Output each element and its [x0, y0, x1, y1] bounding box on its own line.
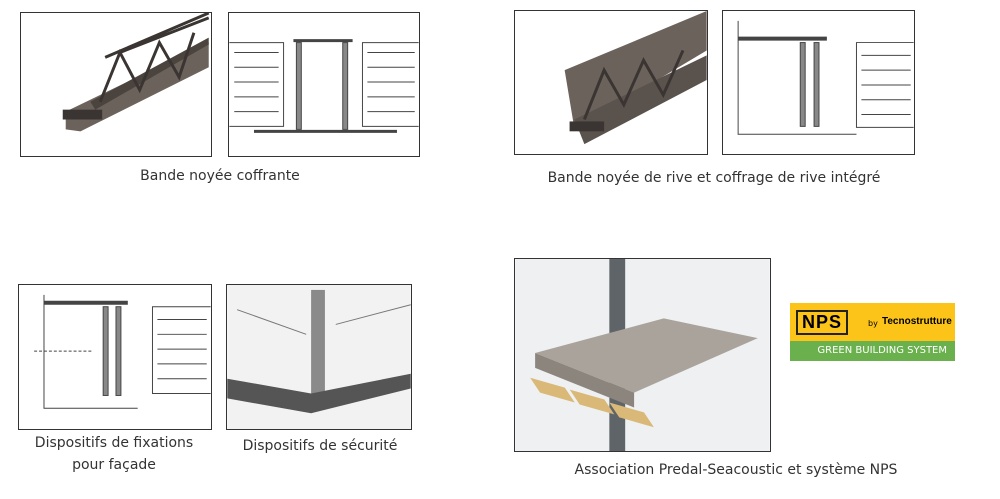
caption-line-1: Dispositifs de fixations — [34, 435, 194, 451]
edge-section-drawing — [722, 10, 915, 155]
logo-by: by — [868, 319, 878, 328]
caption-fixations-facade: Dispositifs de fixations pour façade — [14, 432, 214, 476]
edge-truss-3d-image — [514, 10, 708, 155]
section-drawing — [228, 12, 420, 157]
caption-association-predal: Association Predal-Seacoustic et système… — [574, 462, 898, 478]
logo-tagline: GREEN BUILDING SYSTEM — [790, 341, 955, 361]
caption-line-2: pour façade — [72, 457, 156, 473]
nps-brand: NPS — [796, 310, 849, 335]
truss-3d-image — [20, 12, 212, 157]
facade-fixation-drawing — [18, 284, 212, 430]
caption-bande-noyee-coffrante: Bande noyée coffrante — [140, 168, 300, 184]
predal-nps-image — [514, 258, 771, 452]
logo-partner: Tecnostrutture — [882, 316, 952, 327]
safety-devices-image — [226, 284, 412, 430]
caption-bande-noyee-de-rive: Bande noyée de rive et coffrage de rive … — [547, 170, 881, 186]
caption-securite: Dispositifs de sécurité — [242, 438, 398, 454]
